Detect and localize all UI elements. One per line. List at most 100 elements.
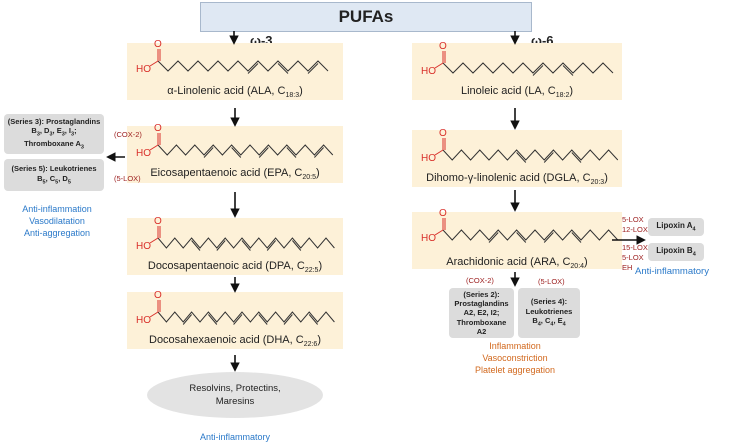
dgla-double-bond [516,152,527,163]
ala-label: α-Linolenic acid (ALA, C18:3) [167,85,303,100]
pufas-title-box: PUFAs [200,2,532,32]
ara-hydroxyl-bond [434,229,444,236]
series3-box: (Series 3): Prostaglandins B3, D3, E3, I… [4,114,104,154]
left-5lox-label: (5-LOX) [114,174,141,183]
series5-box: (Series 5): Leukotrienes B5, C5, D5 [4,159,104,191]
epa-double-bond [258,147,269,158]
dha-chain [157,311,335,323]
dha-hydroxyl-bond [149,311,159,318]
series3-line2: B3, D3, E3, I3; [31,126,77,138]
dpa-double-bond [241,240,251,251]
la-ho-label: HO [421,66,436,77]
ara-double-bond [488,232,499,243]
dgla-double-bond [543,152,554,163]
ara-oxygen-label: O [439,208,447,219]
series2-line3: A2, E2, I2; [463,308,500,318]
effect-vasodilatation: Vasodilatation [29,216,85,227]
ara-box: Arachidonic acid (ARA, C20:4) [412,212,622,271]
ala-chain [157,60,329,72]
left-effects: Anti-inflammation Vasodilatation Anti-ag… [12,203,102,239]
ara-label: Arachidonic acid (ARA, C20:4) [446,256,588,271]
ala-hydroxyl-bond [149,60,159,67]
la-double-bond [532,65,544,76]
dpa-double-bond [266,240,276,251]
series2-line2: Prostaglandins [454,298,509,308]
dpa-oxygen-label: O [154,216,162,227]
ara-double-bond [516,232,527,243]
enzyme-5lox-b: 5-LOX [622,253,644,263]
pufas-title: PUFAs [338,7,394,26]
dpa-double-bond [292,240,302,251]
ara-ho-label: HO [421,233,436,244]
ala-double-bond [307,63,319,74]
dha-double-bond [233,314,243,325]
ara-double-bond [543,232,554,243]
la-oxygen-label: O [439,41,447,52]
epa-double-bond [203,147,214,158]
lipoxin-b4-box: Lipoxin B4 [648,243,704,261]
lipoxin-b-enzymes: 15-LOX 5-LOX EH [622,243,648,273]
dgla-double-bond [571,152,582,163]
ala-box: α-Linolenic acid (ALA, C18:3) [127,43,343,100]
ala-oxygen-label: O [154,39,162,50]
epa-box: Eicosapentaenoic acid (EPA, C20:5) [127,126,343,183]
series2-line5: A2 [476,327,487,337]
ara-double-bond [571,232,582,243]
la-chain [442,62,614,74]
ala-double-bond [277,63,289,74]
effect-anti-inflammation: Anti-inflammation [22,204,92,214]
lipoxin-a-enzymes: 5-LOX 12-LOX [622,215,648,235]
enzyme-eh: EH [622,263,633,273]
enzyme-5lox-a: 5-LOX [622,215,644,224]
right-effects: Inflammation Vasoconstriction Platelet a… [455,340,575,376]
resolvins-effect: Anti-inflammatory [199,432,271,442]
dpa-double-bond [216,240,226,251]
dgla-ho-label: HO [421,153,436,164]
epa-chain [157,144,334,156]
series2-box: (Series 2): Prostaglandins A2, E2, I2; T… [449,288,514,338]
resolvins-line1: Resolvins, Protectins, [189,382,281,394]
dpa-double-bond [191,240,201,251]
ala-ho-label: HO [136,64,151,75]
epa-double-bond [231,147,242,158]
dha-label: Docosahexaenoic acid (DHA, C22:6) [149,334,321,349]
series4-line3: B4, C4, E4 [532,316,566,328]
left-cox2-label: (COX-2) [114,130,142,139]
series4-line1: (Series 4): [530,297,568,307]
dha-double-bond [182,314,192,325]
la-hydroxyl-bond [434,62,444,69]
effect-platelet-aggregation: Platelet aggregation [474,365,556,376]
enzyme-15lox: 15-LOX [622,243,648,252]
dha-double-bond [308,314,318,325]
dha-oxygen-label: O [154,290,162,301]
right-5lox-label: (5-LOX) [538,277,565,286]
epa-double-bond [314,147,324,158]
epa-ho-label: HO [136,148,151,159]
resolvins-ellipse: Resolvins, Protectins, Maresins [147,372,323,418]
ara-chain [442,229,619,241]
epa-hydroxyl-bond [149,144,159,151]
series3-line1: (Series 3): Prostaglandins [7,116,101,126]
dpa-chain [157,237,335,249]
dpa-ho-label: HO [136,241,151,252]
dha-double-bond [258,314,268,325]
dha-double-bond [283,314,293,325]
ala-double-bond [247,63,259,74]
dgla-chain [442,149,619,161]
la-double-bond [562,65,574,76]
lipoxin-a4-box: Lipoxin A4 [648,218,704,236]
resolvins-line2: Maresins [215,396,255,407]
epa-oxygen-label: O [154,123,162,134]
dpa-label: Docosapentaenoic acid (DPA, C22:5) [147,260,323,275]
effect-anti-aggregation: Anti-aggregation [23,228,91,239]
dgla-box: Dihomo-γ-linolenic acid (DGLA, C20:3) [412,130,622,187]
dgla-oxygen-label: O [439,128,447,139]
la-box: Linoleic acid (LA, C18:2) [412,43,622,100]
series2-line4: Thromboxane [456,317,507,327]
dpa-hydroxyl-bond [149,237,159,244]
dgla-hydroxyl-bond [434,149,444,156]
series4-line2: Leukotrienes [525,306,573,316]
la-label: Linoleic acid (LA, C18:2) [460,85,574,100]
